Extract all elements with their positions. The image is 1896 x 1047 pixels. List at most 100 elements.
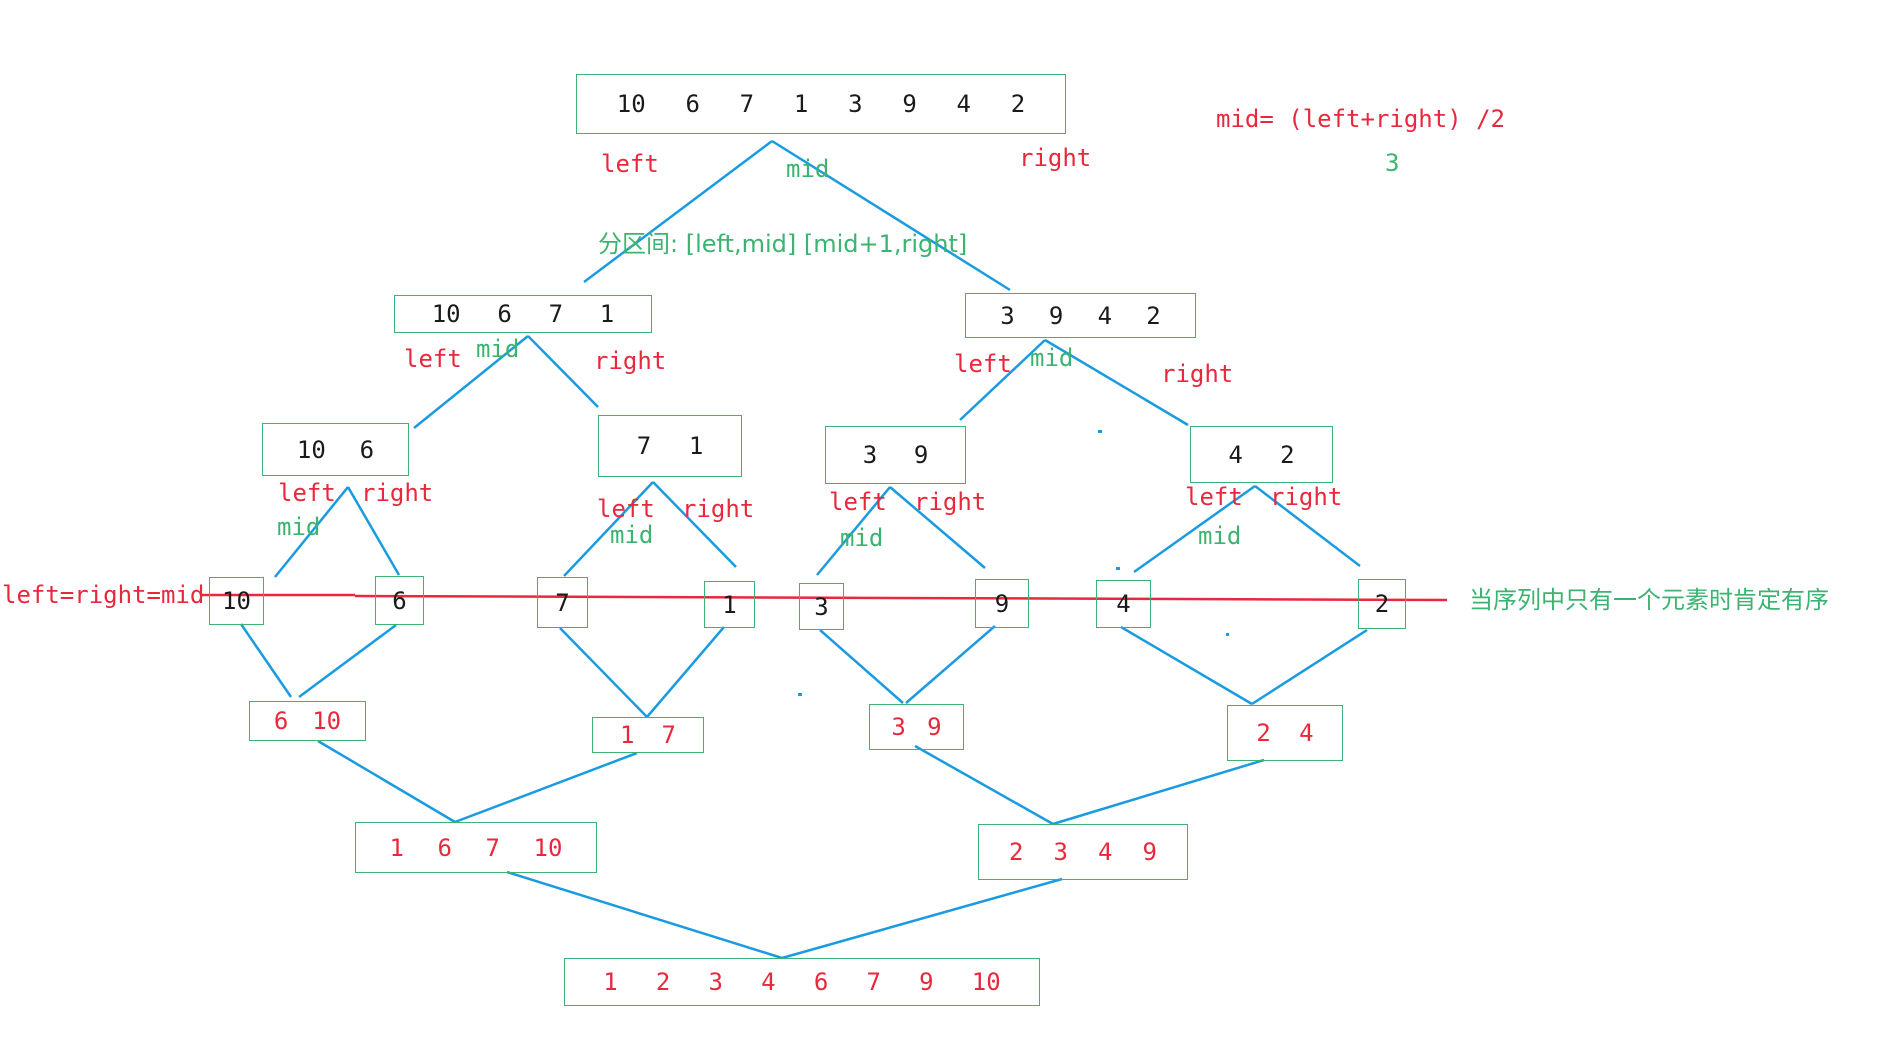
connector-line: [646, 626, 725, 718]
stray-dot: [1226, 633, 1229, 636]
array-value: 1: [599, 300, 615, 328]
array-box-level3: 9: [975, 579, 1029, 628]
connector-line: [298, 623, 397, 699]
array-box-level3: 3: [799, 583, 844, 630]
array-value: 2: [1280, 440, 1295, 469]
array-value: 7: [739, 90, 755, 118]
connector-line: [905, 625, 996, 704]
connector-line: [781, 877, 1063, 960]
connector-line: [816, 486, 891, 576]
label-mid: mid: [840, 524, 884, 552]
array-value: 4: [1098, 838, 1113, 866]
array-value: 10: [431, 300, 461, 328]
array-box-level3: 6: [375, 576, 424, 625]
connector-line: [239, 623, 293, 698]
connector-line: [346, 486, 401, 576]
connector-line: [914, 744, 1054, 826]
array-value: 9: [919, 968, 934, 996]
array-value: 4: [761, 968, 776, 996]
array-value: 9: [927, 713, 942, 741]
connector-line: [652, 481, 737, 568]
connector-line: [413, 335, 529, 429]
array-box-level3: 2: [1358, 579, 1406, 629]
array-value: 1: [620, 721, 635, 749]
array-value: 3: [814, 592, 829, 621]
array-value: 6: [813, 968, 829, 996]
label-right: right: [1270, 483, 1343, 511]
partition-label: 分区间: [left,mid] [mid+1,right]: [598, 230, 968, 258]
array-box-level3: 7: [537, 577, 588, 628]
array-value: 7: [636, 432, 652, 460]
array-value: 7: [866, 968, 881, 996]
connector-line: [506, 870, 783, 960]
connector-line: [1251, 628, 1368, 706]
stray-dot: [1098, 430, 1102, 433]
label-right: right: [1019, 144, 1092, 172]
array-value: 1: [722, 590, 737, 619]
connector-line: [1052, 758, 1265, 826]
array-value: 3: [1000, 301, 1015, 330]
connector-line: [819, 629, 904, 704]
box-values: 6: [376, 577, 423, 624]
array-value: 3: [848, 90, 863, 118]
array-value: 2: [1010, 90, 1026, 118]
connector-line: [583, 140, 773, 283]
label-mid: mid: [786, 155, 830, 183]
array-value: 2: [1146, 301, 1161, 330]
array-value: 9: [1048, 301, 1064, 330]
array-value: 9: [902, 90, 917, 118]
array-box-level3: 10: [209, 577, 264, 625]
label-left: left: [597, 495, 655, 523]
base-case-line: [200, 593, 1448, 602]
mid-formula-value: 3: [1385, 149, 1400, 177]
base-case-note: 当序列中只有一个元素时肯定有序: [1469, 586, 1829, 614]
box-values: 10: [210, 578, 263, 624]
label-left: left: [278, 479, 336, 507]
array-value: 10: [296, 435, 326, 464]
label-left: left: [829, 488, 887, 516]
array-value: 4: [1299, 719, 1314, 747]
label-right: right: [914, 488, 987, 516]
array-value: 10: [971, 968, 1001, 996]
connector-line: [454, 751, 638, 824]
array-value: 10: [533, 833, 563, 862]
array-value: 6: [497, 300, 512, 328]
box-values: 9: [976, 580, 1028, 627]
connector-line: [889, 486, 986, 569]
label-right: right: [1161, 360, 1234, 388]
label-right: right: [361, 479, 434, 507]
array-value: 6: [685, 90, 700, 118]
label-mid: mid: [1198, 522, 1242, 550]
array-value: 1: [389, 833, 404, 862]
connector-line: [1044, 338, 1189, 427]
label-mid: mid: [277, 513, 321, 541]
array-value: 2: [1256, 719, 1271, 747]
connector-line: [274, 486, 349, 578]
connector-line: [527, 335, 599, 408]
label-left: left: [1185, 483, 1243, 511]
box-values: 4: [1097, 581, 1150, 627]
connector-line: [563, 481, 654, 577]
label-mid: mid: [476, 335, 520, 363]
label-left: left: [404, 345, 462, 373]
array-value: 10: [616, 90, 646, 118]
connector-line: [559, 627, 648, 718]
array-value: 2: [1374, 590, 1390, 618]
label-left: left: [954, 350, 1012, 378]
